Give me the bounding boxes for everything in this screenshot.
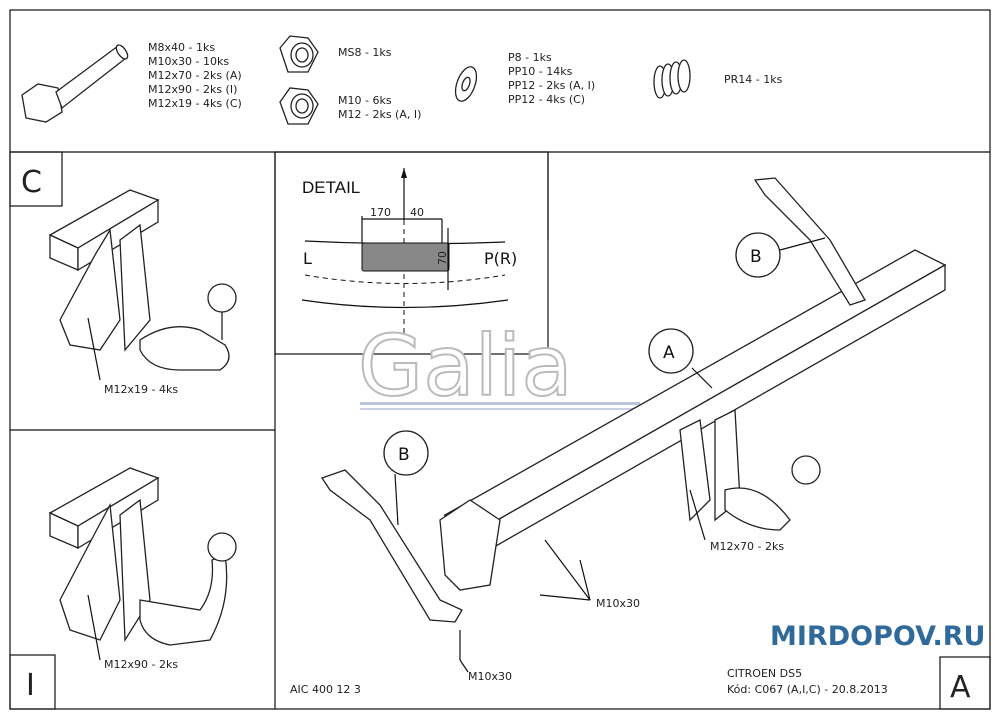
- part-a-label: A: [663, 343, 675, 363]
- washer-item: PP10 - 14ks: [508, 65, 573, 78]
- variant-c-label: C: [21, 165, 42, 200]
- leader-line: [779, 237, 826, 251]
- detail-right-label: P(R): [484, 249, 517, 268]
- bolt-icon: [21, 44, 129, 123]
- a-bolts-label: M12x70 - 2ks: [710, 540, 784, 553]
- variant-i-box: [9, 654, 56, 710]
- leader-line: [691, 367, 713, 389]
- washer-item: PP12 - 2ks (A, I): [508, 79, 595, 92]
- dim-height: 70: [436, 251, 449, 265]
- part-b-callout: [383, 430, 429, 476]
- detail-box: [274, 151, 549, 355]
- kod-label: Kód: C067 (A,I,C) - 20.8.2013: [727, 683, 888, 696]
- crossbar-a-drawing: [320, 177, 947, 623]
- leader-line: [544, 539, 591, 601]
- watermark: MIRDOPOV.RU: [770, 621, 985, 652]
- nut-item: M10 - 6ks: [338, 94, 392, 107]
- leader-line: [87, 317, 101, 381]
- detail-left-label: L: [303, 249, 312, 268]
- washer-item: PP12 - 4ks (C): [508, 93, 585, 106]
- bolt-item: M12x70 - 2ks (A): [148, 69, 242, 82]
- leader-line: [689, 489, 706, 541]
- logo-underline: [360, 402, 640, 405]
- leader-line: [459, 659, 469, 673]
- drawing-frame: [9, 9, 991, 710]
- detail-cutout: [361, 242, 450, 272]
- lock-nut-item: MS8 - 1ks: [338, 46, 392, 59]
- m10-bolts-label: M10x30: [596, 597, 640, 610]
- variant-a-label: A: [950, 670, 971, 705]
- washer-item: P8 - 1ks: [508, 51, 552, 64]
- part-b-label: B: [398, 445, 410, 465]
- bolt-item: M12x19 - 4ks (C): [148, 97, 242, 110]
- variant-a-box: [939, 656, 991, 710]
- galia-logo: Galia: [358, 317, 573, 415]
- nut-icon: [279, 87, 319, 125]
- spring-icon: [653, 59, 691, 99]
- towbar-c-drawing: [48, 189, 237, 371]
- leader-line: [394, 473, 399, 526]
- m10-bolt-label: M10x30: [468, 670, 512, 683]
- part-b-callout: [735, 232, 781, 278]
- bolt-item: M12x90 - 2ks (I): [148, 83, 237, 96]
- dim-offset: 40: [410, 206, 424, 219]
- part-b-label: B: [750, 247, 762, 267]
- bolt-item: M10x30 - 10ks: [148, 55, 229, 68]
- bolt-item: M8x40 - 1ks: [148, 41, 215, 54]
- c-bolts-label: M12x19 - 4ks: [104, 383, 178, 396]
- detail-title: DETAIL: [302, 178, 360, 197]
- arrow-head-icon: [401, 168, 407, 178]
- dim-width: 170: [370, 206, 391, 219]
- part-a-callout: [648, 328, 694, 374]
- vehicle-name: CITROEN DS5: [727, 667, 802, 680]
- variant-i-label: I: [26, 668, 35, 703]
- i-bolts-label: M12x90 - 2ks: [104, 658, 178, 671]
- towbar-i-drawing: [48, 467, 237, 646]
- lock-nut-icon: [279, 35, 319, 73]
- drawing-code: AIC 400 12 3: [290, 683, 361, 696]
- variant-c-box: [9, 151, 63, 207]
- washer-icon: [454, 66, 478, 102]
- spring-item: PR14 - 1ks: [724, 73, 783, 86]
- nut-item: M12 - 2ks (A, I): [338, 108, 421, 121]
- leader-line: [87, 594, 101, 661]
